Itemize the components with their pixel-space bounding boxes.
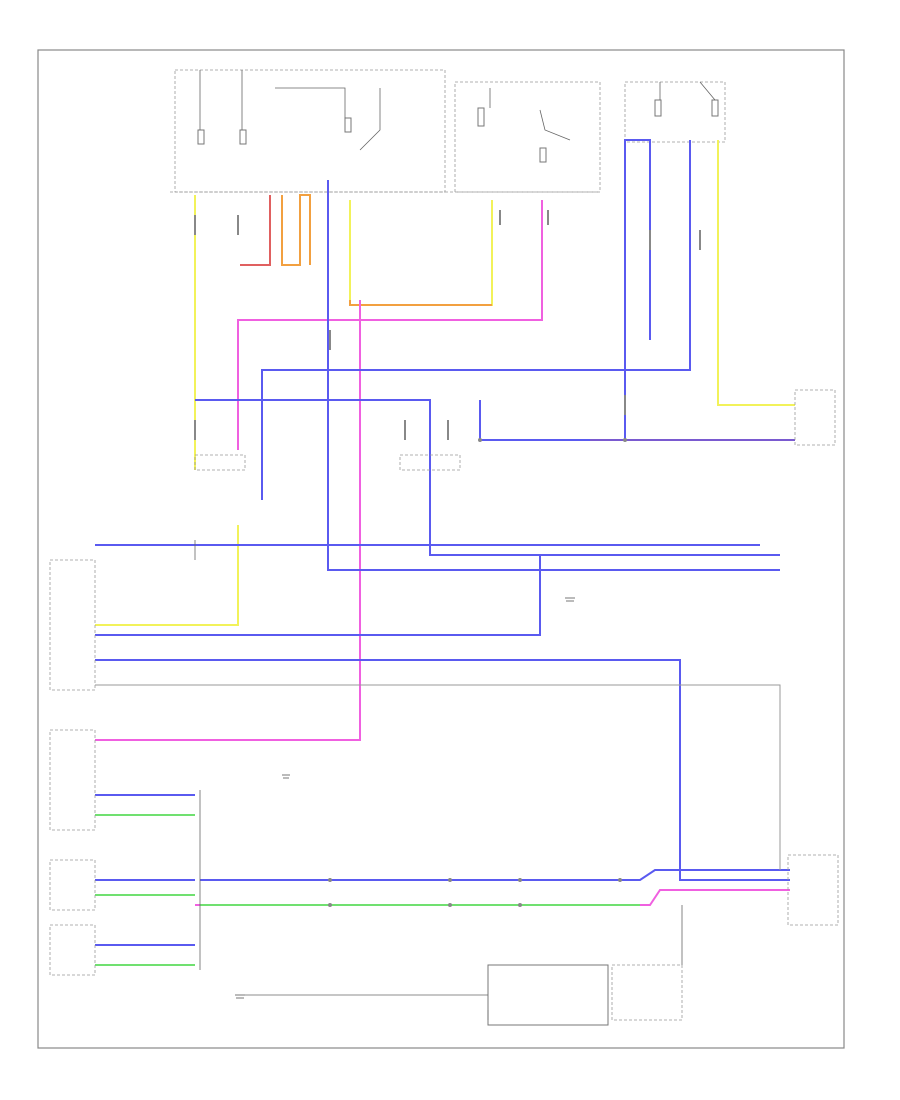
diagram-frame — [37, 49, 845, 1049]
right-components — [194, 389, 839, 1026]
wire-pink-2 — [95, 300, 361, 741]
ground-symbols — [235, 597, 575, 999]
wire-yellow-3 — [717, 140, 795, 406]
connector-marks — [194, 210, 701, 440]
wire-orange-2 — [349, 300, 492, 306]
wire-blue-6 — [95, 659, 790, 881]
wire-orange-1 — [281, 194, 311, 266]
wire-blue-10 — [200, 869, 790, 881]
wire-pink-1 — [237, 200, 543, 450]
wire-pink-4 — [195, 889, 790, 906]
splice-markers — [328, 438, 627, 907]
wire-blue-4 — [195, 399, 780, 556]
wire-blue-1 — [327, 180, 780, 571]
wire-yellow-4 — [95, 525, 239, 626]
wire-blue-2 — [261, 140, 691, 500]
wires — [95, 139, 795, 966]
wire-red-1 — [240, 195, 271, 266]
left-components — [49, 540, 201, 976]
wire-blue-3 — [479, 139, 651, 441]
wire-yellow-2 — [349, 200, 493, 306]
wire-blue-5 — [95, 555, 541, 636]
fuse-relay-panel — [170, 69, 726, 193]
wire-gray-1 — [95, 684, 781, 870]
